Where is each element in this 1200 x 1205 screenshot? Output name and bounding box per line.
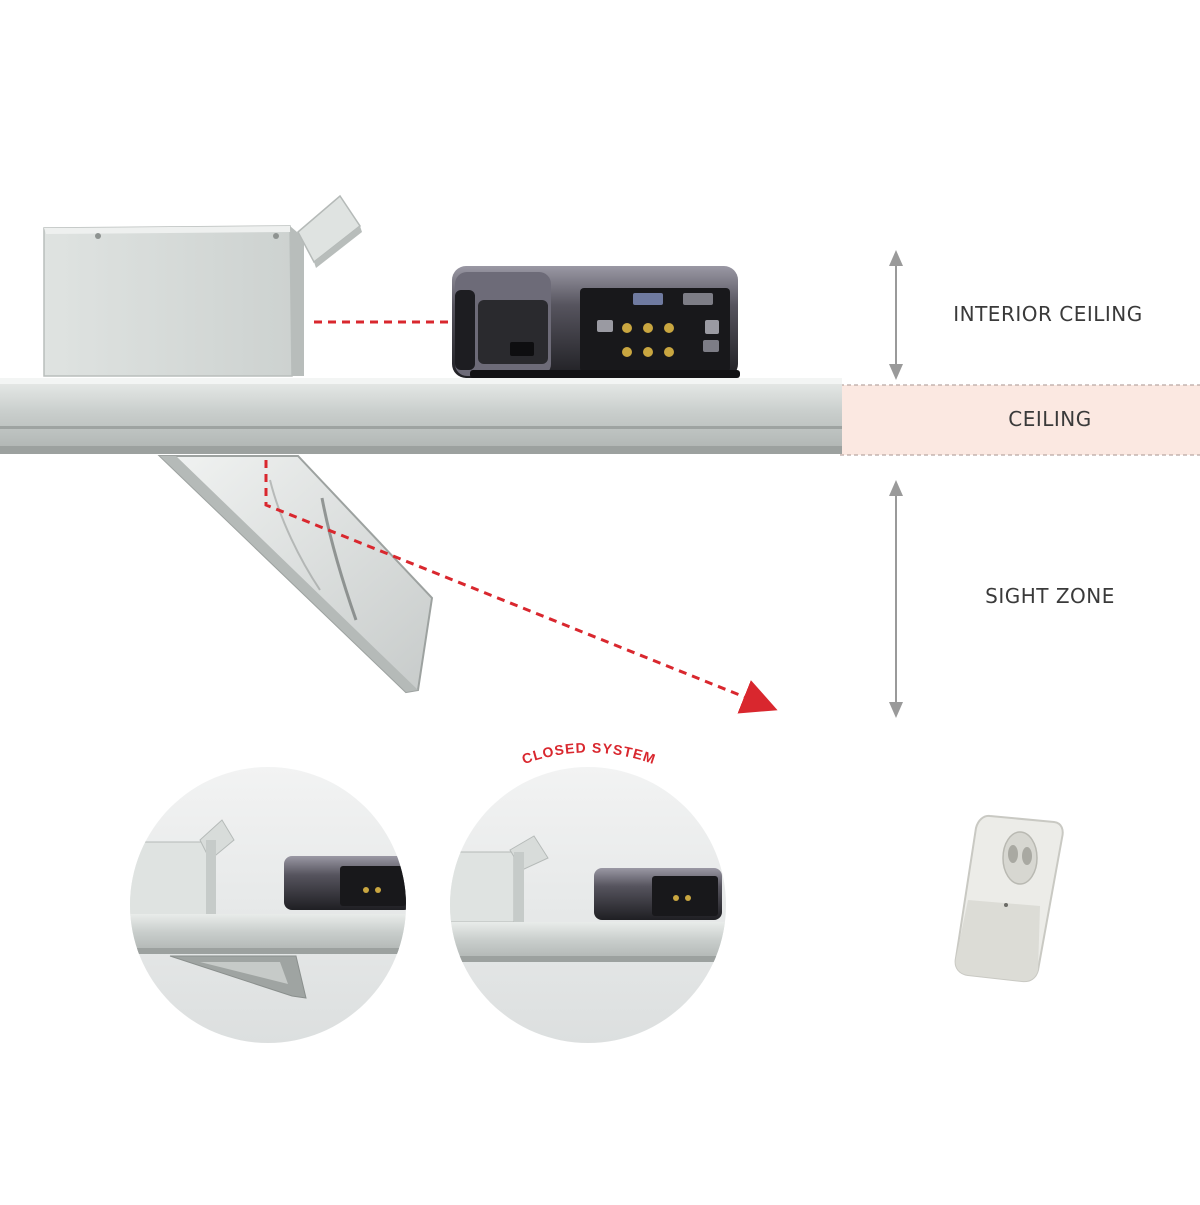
sight-zone-arrow <box>889 480 903 718</box>
interior-ceiling-arrow <box>889 250 903 380</box>
projection-ray <box>264 460 778 714</box>
lowered-screen <box>157 455 434 694</box>
ceiling-band <box>840 385 1200 455</box>
interior-ceiling-label: INTERIOR CEILING <box>953 302 1143 326</box>
projector <box>452 266 740 378</box>
sight-zone-label: SIGHT ZONE <box>985 584 1115 608</box>
closed-system-circle <box>450 767 726 1043</box>
ceiling-label: CEILING <box>1008 407 1092 431</box>
open-system-circle <box>130 767 406 1043</box>
remote-control <box>954 814 1064 983</box>
closed-system-badge: CLOSED SYSTEM <box>520 739 658 767</box>
lift-housing <box>43 194 362 377</box>
ceiling-beam <box>0 378 842 454</box>
